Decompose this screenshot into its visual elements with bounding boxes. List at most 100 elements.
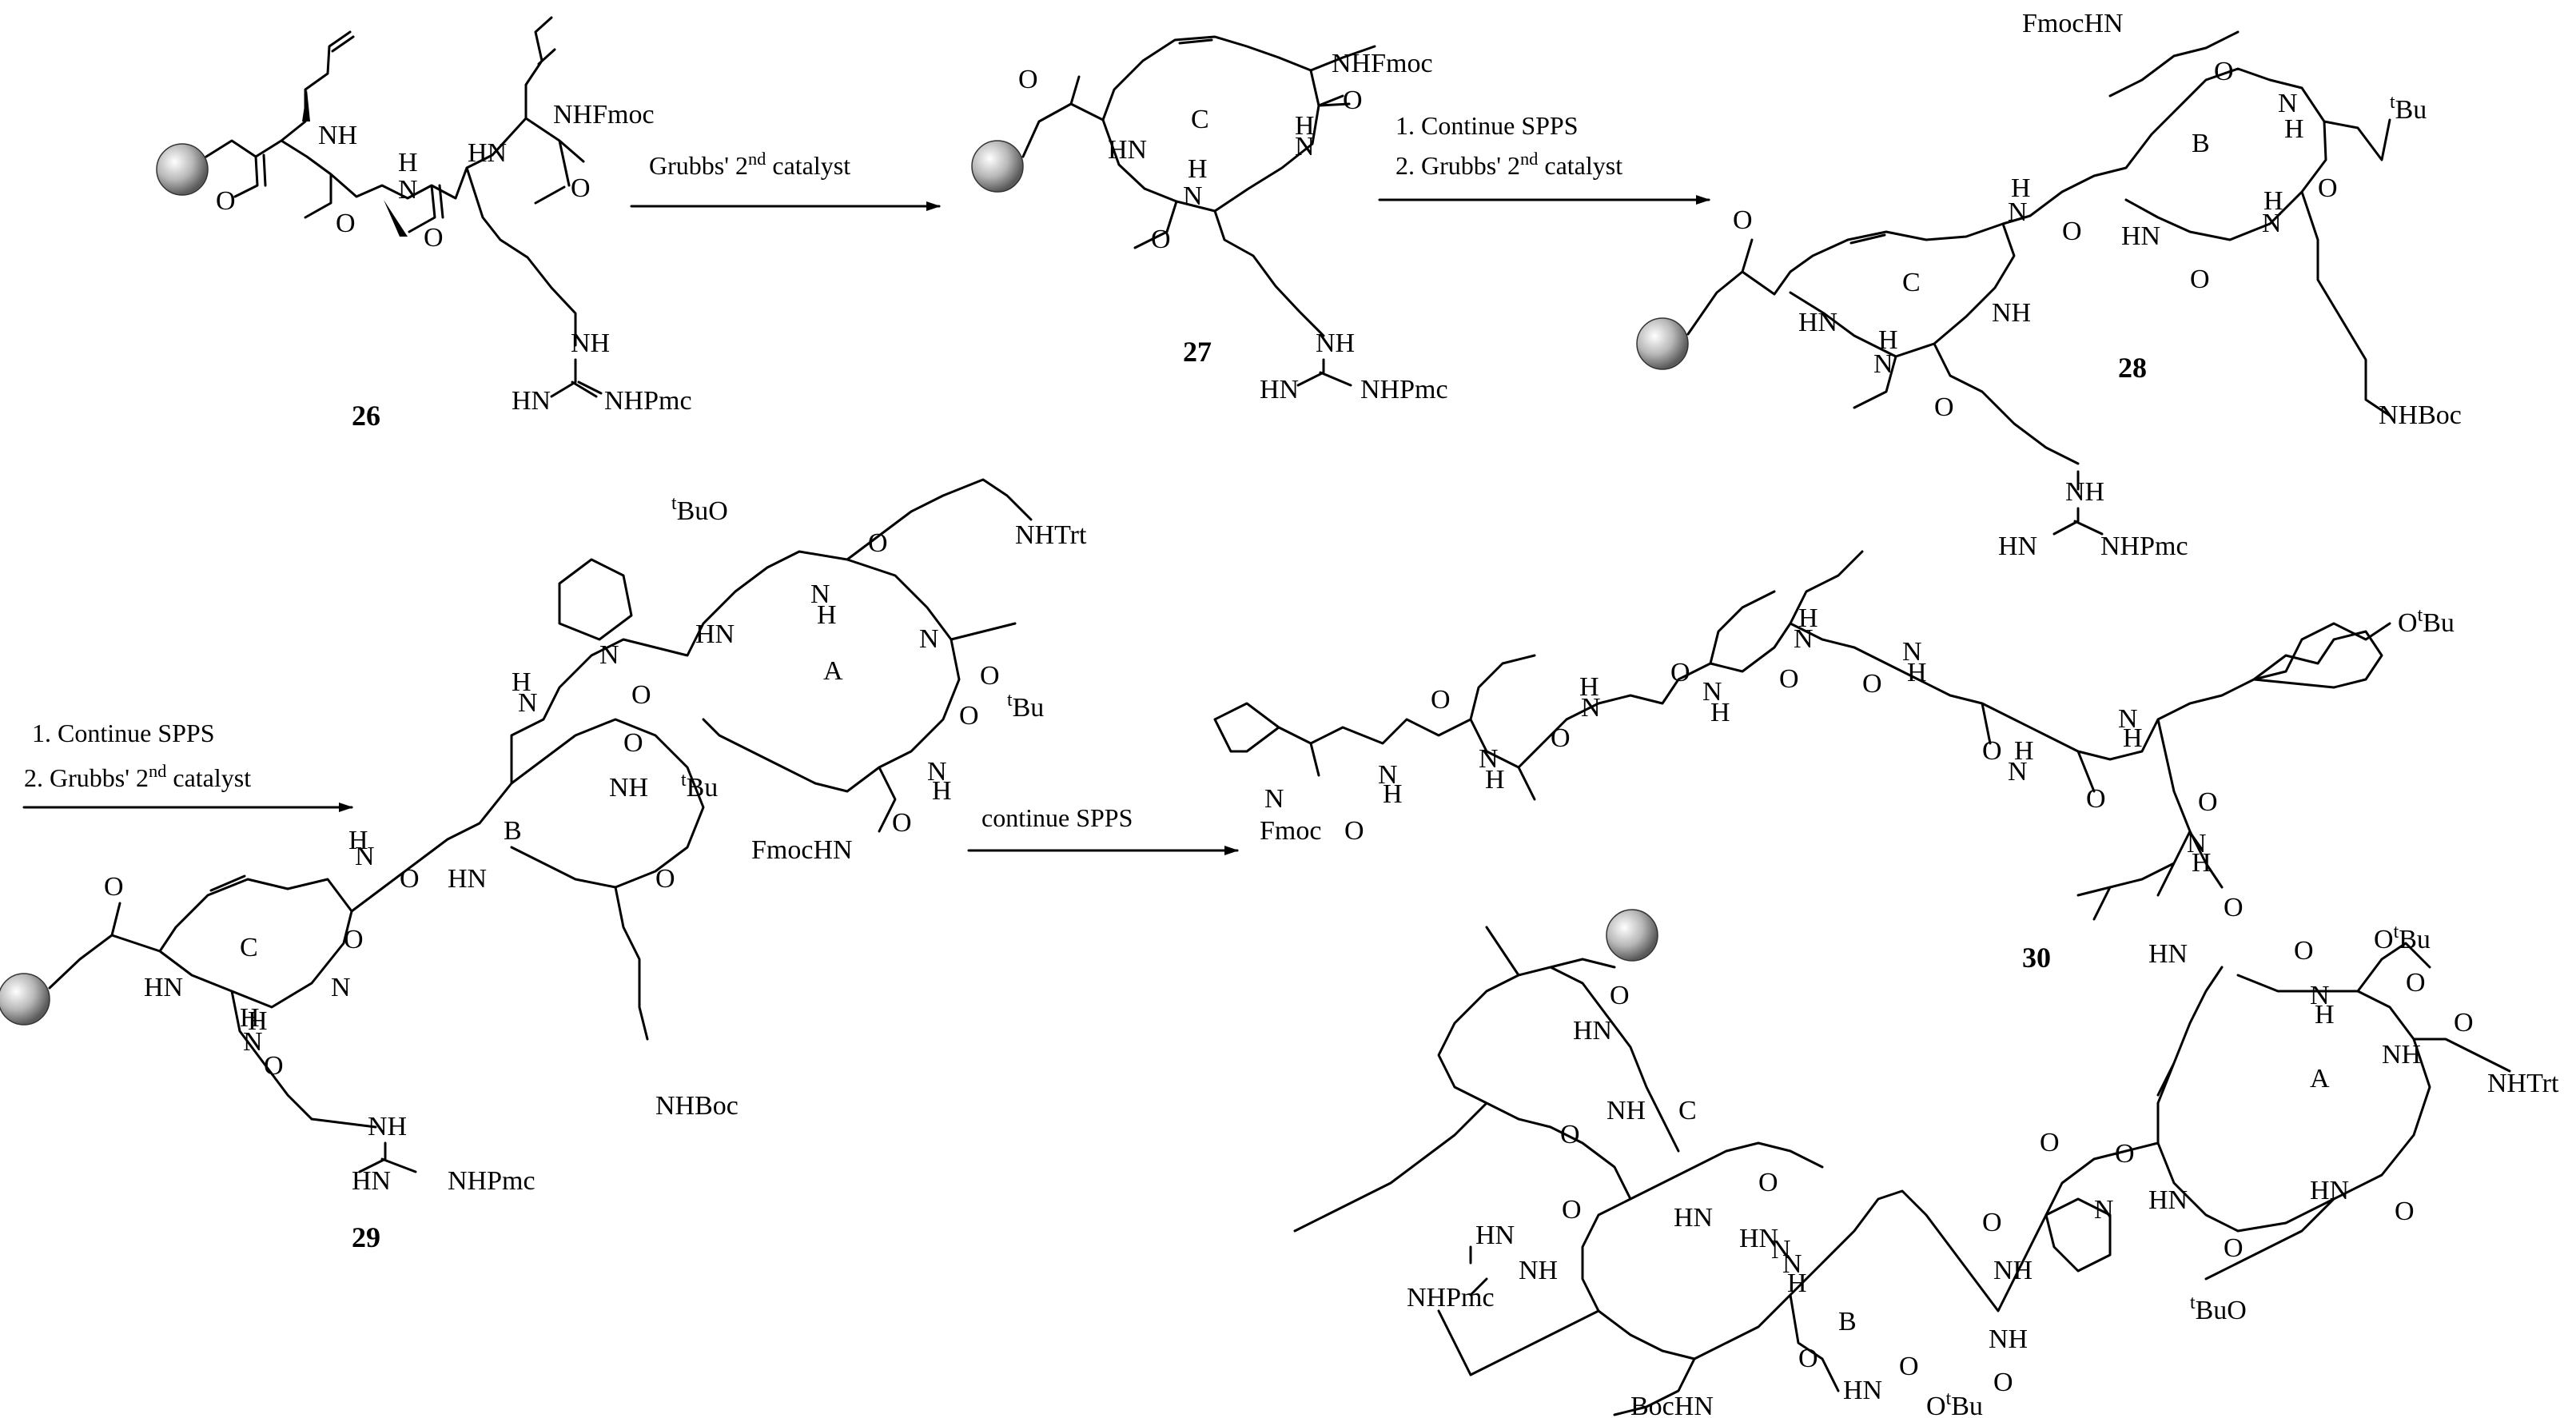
label-30-60: HN [1739,1224,1778,1253]
label-29-13: H [932,776,952,806]
label-30-35: OtBu [2374,922,2431,954]
label-29-22: N [355,842,375,871]
label-29-16: NH [609,773,648,803]
label-29-34: N [243,1027,263,1057]
label-27-3: HN [1108,135,1147,165]
label-28-2: N [2278,89,2298,118]
label-26-2: H [398,148,418,177]
label-27-5: N [1183,181,1203,211]
resin-bead-26 [156,143,209,196]
proline-ring-29 [558,558,633,641]
label-28-22: HN [1998,532,2037,561]
label-28-20: O [1733,205,1753,235]
label-26-0: NH [318,121,357,150]
label-28-18: N [1873,349,1893,379]
label-30-36: O [2406,968,2426,998]
label-28-17: H [1878,325,1898,355]
label-29-0: tBuO [671,493,728,526]
label-30-45: tBuO [2190,1293,2247,1325]
label-28-24: NHBoc [2379,400,2462,430]
label-30-46: O [2040,1128,2060,1157]
label-30-3: N [1378,760,1398,790]
ring-label-A-30: A [2310,1064,2330,1093]
compound-28: FmocHN O N H O tBu B H N O HN N H O C NH… [1636,9,2462,561]
label-29-15: tBu [1007,690,1044,723]
label-27-9: O [1151,225,1171,254]
label-30-70: OtBu [1926,1388,1983,1418]
label-27-1: NHFmoc [1332,49,1433,78]
label-26-7: O [571,173,591,203]
arrow-1-text: Grubbs' 2nd catalyst [649,149,850,181]
label-29-30: N [331,973,351,1002]
label-29-18: N [518,688,538,718]
label-28-0: FmocHN [2022,9,2124,38]
label-30-15: H [1798,603,1818,633]
label-26-11: NHPmc [604,386,692,416]
label-26-1: HN [468,138,507,168]
label-30-69: BocHN [1630,1392,1714,1418]
guanidine-29 [310,1117,417,1173]
label-30-52: O [1560,1120,1580,1149]
label-30-13: H [1710,698,1730,727]
label-27-2: O [1343,86,1363,115]
label-27-8: O [1018,65,1038,94]
label-30-guan-hn: HN [1475,1221,1515,1250]
arrow-2-text-1: 1. Continue SPPS [1395,111,1579,140]
label-30-4: H [1383,779,1403,809]
bond-path-29 [48,478,1033,1121]
label-30-23: O [2086,784,2106,814]
label-28-1: O [2214,57,2234,86]
label-30-2: O [1344,816,1364,846]
label-30-56: N [1771,1235,1791,1265]
label-29-9: N [599,640,619,670]
label-27-7: H [1295,111,1315,141]
label-27-10: NH [1316,329,1355,358]
label-30-29: H [2192,848,2212,878]
label-30-33: N [2310,981,2330,1010]
label-29-20: O [623,728,643,758]
label-30-30: O [2224,893,2244,922]
ring-label-A-29: A [823,656,843,686]
label-29-32: O [344,925,364,954]
label-30-9: H [1579,672,1599,702]
label-28-3: H [2284,114,2304,144]
reaction-arrow-2: 1. Continue SPPS 2. Grubbs' 2nd catalyst [1378,111,1710,205]
label-30-11: O [1670,658,1690,687]
label-29-8: HN [695,619,735,649]
label-30-0: N [1264,784,1284,814]
label-26-8: NHFmoc [553,100,655,129]
label-28-15: NH [1992,298,2031,328]
resin-bead-30 [1606,909,1658,962]
tyrosine-ring-30 [2252,630,2383,689]
label-29-28: O [104,872,124,902]
ring-label-C-29: C [240,933,258,962]
label-27-11: HN [1260,375,1299,404]
compound-label-28: 28 [2118,352,2147,384]
label-30-26: O [2198,787,2218,817]
label-26-6: O [424,223,444,253]
reaction-arrow-1: Grubbs' 2nd catalyst [630,149,941,211]
label-26-9: NH [571,329,610,358]
label-29-39: NHPmc [448,1166,536,1196]
label-30-12: N [1702,677,1722,707]
proline-ring-30b [2044,1197,2112,1273]
label-30-16: N [1794,624,1814,654]
label-30-58: NH [1993,1256,2033,1285]
label-26-5: O [336,209,356,238]
label-29-7: O [980,661,1000,691]
guanidine-28 [2052,470,2104,536]
ring-label-C-28: C [1902,268,1921,297]
bond-path-30-chain [1213,550,2391,921]
label-30-27: OtBu [2398,605,2455,638]
label-30-55: HN [1674,1203,1713,1233]
compound-label-27: 27 [1183,336,1212,368]
label-28-10: HN [2121,221,2160,251]
label-30-1: Fmoc [1260,816,1321,846]
label-29-36: O [264,1051,284,1081]
label-30-31: HN [2148,939,2188,969]
label-29-40: NHBoc [655,1091,739,1121]
label-29-2: NHTrt [1015,520,1087,550]
label-28-11: N [2262,209,2282,238]
label-30-65: HN [1843,1376,1882,1405]
